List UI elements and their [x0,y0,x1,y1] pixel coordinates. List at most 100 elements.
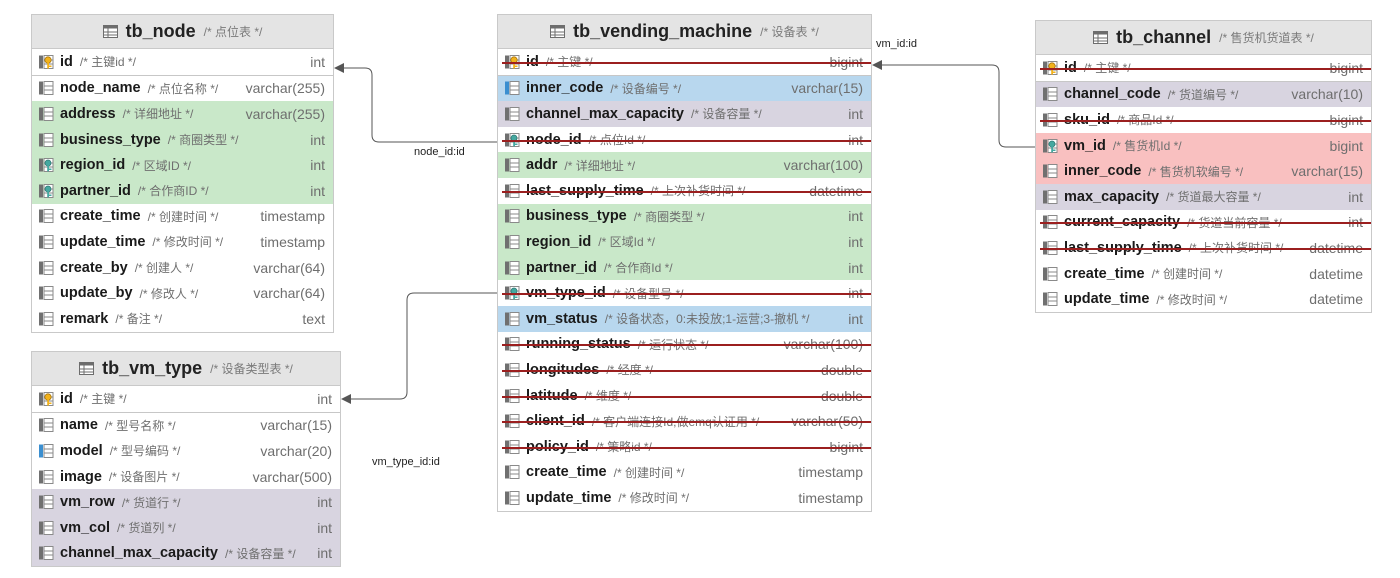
column-row[interactable]: sku_id/* 商品Id */bigint [1036,107,1371,133]
column-row[interactable]: last_supply_time/* 上次补货时间 */datetime [498,178,871,204]
column-row[interactable]: update_time/* 修改时间 */timestamp [498,485,871,511]
column-type: int [317,494,332,511]
column-comment: /* 商圈类型 */ [167,133,239,148]
column-name: vm_row [60,494,115,511]
table-tb-vending-machine[interactable]: tb_vending_machine /* 设备表 */ id/* 主键 */b… [497,14,872,512]
table-icon [79,362,95,375]
column-name: create_by [60,259,128,276]
column-type: varchar(20) [260,442,332,459]
column-type: bigint [1329,137,1363,154]
column-row[interactable]: vm_row/* 货道行 */int [32,489,340,515]
column-row[interactable]: region_id/* 区域ID */int [32,152,333,178]
table-header[interactable]: tb_node /* 点位表 */ [32,15,333,49]
table-icon [1093,31,1109,44]
column-comment: /* 创建时间 */ [1151,267,1223,282]
column-row[interactable]: vm_type_id/* 设备型号 */int [498,280,871,306]
column-row[interactable]: create_time/* 创建时间 */timestamp [32,204,333,230]
table-tb-node[interactable]: tb_node /* 点位表 */ id /* 主键id */ int node_na… [31,14,334,333]
column-icon [38,311,55,327]
strikethrough-line [502,139,871,142]
column-row[interactable]: update_time/* 修改时间 */timestamp [32,229,333,255]
column-comment: /* 区域ID */ [132,158,191,173]
column-row[interactable]: vm_col/* 货道列 */int [32,514,340,541]
column-row[interactable]: addr/* 详细地址 */varchar(100) [498,152,871,178]
table-header[interactable]: tb_vending_machine /* 设备表 */ [498,15,871,49]
table-icon [550,25,566,38]
column-row[interactable]: partner_id/* 合作商ID */int [32,177,333,204]
column-comment: /* 区域Id */ [598,235,655,250]
column-comment: /* 详细地址 */ [564,158,636,173]
column-comment: /* 设备容量 */ [224,546,296,561]
column-name: create_time [60,208,141,225]
column-row[interactable]: client_id/* 客户端连接Id,做emq认证用 */varchar(50… [498,408,871,434]
column-name: channel_code [1064,86,1161,103]
column-type: timestamp [260,208,325,225]
column-row[interactable]: business_type/* 商圈类型 */int [32,126,333,153]
arrowhead [872,60,882,70]
column-row[interactable]: business_type/* 商圈类型 */int [498,203,871,230]
column-row[interactable]: inner_code/* 售货机软编号 */varchar(15) [1036,158,1371,184]
column-row[interactable]: update_by/* 修改人 */varchar(64) [32,280,333,306]
column-name: name [60,417,98,434]
column-row[interactable]: create_time/* 创建时间 */datetime [1036,261,1371,287]
strikethrough-line [502,446,871,449]
column-type: text [302,310,325,327]
column-row[interactable]: image/* 设备图片 */varchar(500) [32,464,340,490]
column-comment: /* 主键id */ [79,55,136,70]
column-row[interactable]: create_time/* 创建时间 */timestamp [498,460,871,486]
column-row[interactable]: node_name/* 点位名称 */varchar(255) [32,76,333,102]
column-row[interactable]: partner_id/* 合作商Id */int [498,254,871,281]
column-comment: /* 售货机软编号 */ [1148,164,1244,179]
relation-label-vm: vm_id:id [876,38,917,50]
column-type: int [317,545,332,562]
column-row[interactable]: max_capacity/* 货道最大容量 */int [1036,183,1371,210]
column-row[interactable]: name/* 型号名称 */varchar(15) [32,413,340,439]
column-comment: /* 货道列 */ [116,521,176,536]
column-row[interactable]: address/* 详细地址 */varchar(255) [32,101,333,127]
column-row[interactable]: id /* 主键id */ int [32,49,333,76]
column-icon [1042,266,1059,282]
table-header[interactable]: tb_vm_type /* 设备类型表 */ [32,352,340,386]
column-row[interactable]: policy_id/* 策略id */bigint [498,434,871,460]
column-row[interactable]: id/* 主键 */int [32,386,340,413]
column-name: inner_code [1064,163,1142,180]
column-type: varchar(255) [245,105,325,122]
column-row[interactable]: remark/* 备注 */text [32,306,333,332]
column-row[interactable]: model/* 型号编码 */varchar(20) [32,438,340,464]
column-row[interactable]: latitude/* 维度 */double [498,383,871,409]
column-row[interactable]: longitudes/* 经度 */double [498,357,871,383]
column-type: int [310,53,325,70]
column-row[interactable]: channel_code/* 货道编号 */varchar(10) [1036,81,1371,108]
column-name: vm_col [60,519,110,536]
column-row[interactable]: create_by/* 创建人 */varchar(64) [32,255,333,281]
column-name: vm_id [1064,137,1106,154]
column-row[interactable]: vm_id/* 售货机Id */bigint [1036,132,1371,159]
column-row[interactable]: channel_max_capacity/* 设备容量 */int [498,101,871,127]
table-tb-channel[interactable]: tb_channel /* 售货机货道表 */ id/* 主键 */bigint… [1035,20,1372,313]
column-name: channel_max_capacity [526,105,684,122]
table-header[interactable]: tb_channel /* 售货机货道表 */ [1036,21,1371,55]
column-row[interactable]: current_capacity/* 货道当前容量 */int [1036,210,1371,236]
column-comment: /* 设备编号 */ [610,81,682,96]
column-icon [504,260,521,276]
column-row[interactable]: last_supply_time/* 上次补货时间 */datetime [1036,235,1371,261]
column-row[interactable]: node_id/* 点位Id */int [498,127,871,153]
column-row[interactable]: running_status/* 运行状态 */varchar(100) [498,332,871,358]
column-comment: /* 设备容量 */ [690,107,762,122]
column-icon [504,234,521,250]
column-row[interactable]: vm_status/* 设备状态，0:未投放;1-运营;3-撤机 */int [498,305,871,332]
column-row[interactable]: id/* 主键 */bigint [498,49,871,76]
column-comment: /* 创建时间 */ [613,465,685,480]
foreign-key-icon [1042,138,1059,154]
column-row[interactable]: update_time/* 修改时间 */datetime [1036,286,1371,312]
column-row[interactable]: inner_code/* 设备编号 */varchar(15) [498,75,871,102]
column-type: int [317,390,332,407]
column-row[interactable]: id/* 主键 */bigint [1036,55,1371,82]
column-comment: /* 详细地址 */ [122,107,194,122]
strikethrough-line [502,395,871,398]
column-type: int [310,157,325,174]
column-row[interactable]: channel_max_capacity/* 设备容量 */int [32,540,340,567]
column-name: id [60,53,73,70]
column-row[interactable]: region_id/* 区域Id */int [498,229,871,255]
